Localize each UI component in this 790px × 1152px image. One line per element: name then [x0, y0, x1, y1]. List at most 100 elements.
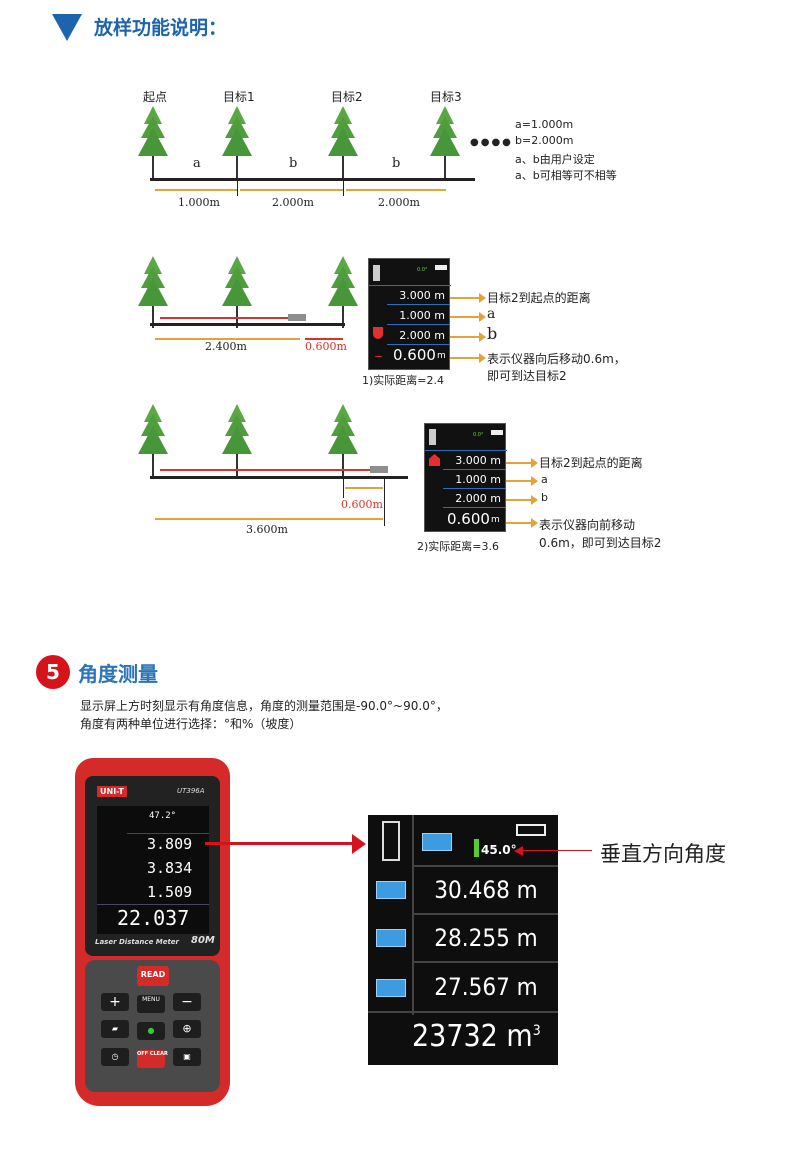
- area-button[interactable]: ▰: [101, 1020, 129, 1038]
- mode-button[interactable]: ●: [137, 1022, 165, 1040]
- section-number-badge: 5: [36, 655, 70, 689]
- tick: [343, 180, 344, 196]
- distance-label: 2.400m: [205, 340, 247, 353]
- minus-button[interactable]: −: [173, 993, 201, 1011]
- tick: [237, 180, 238, 196]
- label-target2: 目标2: [331, 90, 363, 104]
- height-row: 27.567 m: [414, 961, 558, 1011]
- zoomed-screen: 45.0° 30.468 m 28.255 m 27.567 m 23732 m…: [368, 815, 558, 1065]
- caption: 1)实际距离=2.4: [362, 374, 445, 387]
- annotation: b: [541, 491, 548, 504]
- device-icon: [429, 429, 436, 445]
- width-cube-icon: [376, 929, 406, 947]
- annotation: 表示仪器向后移动0.6m，: [487, 352, 626, 366]
- distance-label: 2.000m: [378, 196, 420, 209]
- arrow: [450, 312, 486, 322]
- length-cube-icon: [376, 881, 406, 899]
- device-marker: [288, 314, 306, 321]
- tree-icon: [430, 106, 460, 182]
- laser-line: [160, 469, 370, 471]
- annotation: a: [541, 473, 548, 486]
- dimension-line: [346, 189, 446, 191]
- level-icon: [474, 839, 479, 857]
- distance-label: 2.000m: [272, 196, 314, 209]
- angle-readout: 45.0°: [481, 843, 517, 857]
- screen-1: 0.0° 3.000 m 1.000 m 2.000 m − 0.600 m: [368, 258, 451, 370]
- value-row: 1.000 m: [387, 307, 450, 325]
- height-cube-icon: [376, 979, 406, 997]
- description-line: 显示屏上方时刻显示有角度信息，角度的测量范围是-90.0°~90.0°，: [80, 699, 448, 713]
- ground-line: [150, 476, 408, 479]
- direction-back-icon: [373, 327, 383, 339]
- arrow: [506, 458, 538, 468]
- dimension-line: [155, 518, 383, 520]
- note: a、b可相等可不相等: [515, 169, 617, 182]
- menu-button[interactable]: MENU: [137, 995, 165, 1013]
- description-line: 角度有两种单位进行选择：°和%（坡度）: [80, 717, 302, 731]
- plus-button[interactable]: +: [101, 993, 129, 1011]
- save-button[interactable]: ▣: [173, 1048, 201, 1066]
- angle-readout: 0.0°: [473, 432, 484, 438]
- callout-line: [520, 850, 592, 851]
- length-row: 30.468 m: [414, 865, 558, 913]
- reference-icon: [382, 821, 400, 861]
- dimension-line: [155, 338, 300, 340]
- range-label: 80M: [191, 935, 215, 946]
- value-row: 1.509: [147, 883, 193, 901]
- segment-b: b: [289, 156, 298, 171]
- angle-readout: 47.2°: [149, 811, 177, 821]
- distance-label: 3.600m: [246, 523, 288, 536]
- off-clear-button[interactable]: OFF CLEAR: [137, 1050, 168, 1068]
- annotation: 即可到达目标2: [487, 369, 567, 383]
- page-title: 放样功能说明：: [94, 17, 228, 39]
- annotation: a: [487, 306, 496, 322]
- dimension-line: [305, 338, 343, 340]
- tree-icon: [222, 256, 252, 332]
- value-row: 3.000 m: [443, 452, 506, 470]
- label-start: 起点: [143, 90, 168, 104]
- annotation: b: [487, 324, 498, 343]
- main-value: 0.600: [447, 510, 490, 528]
- caption: 2)实际距离=3.6: [417, 540, 500, 553]
- subtitle: Laser Distance Meter: [95, 938, 180, 946]
- tree-icon: [328, 404, 358, 480]
- arrow: [506, 518, 538, 528]
- angle-readout: 0.0°: [417, 267, 428, 273]
- segment-a: a: [193, 156, 201, 171]
- tree-icon: [138, 106, 168, 182]
- screen-2: 0.0° 3.000 m 1.000 m 2.000 m 0.600 m: [424, 423, 507, 532]
- ground-line: [150, 323, 345, 326]
- device-icon: [373, 265, 380, 281]
- label-target3: 目标3: [430, 90, 462, 104]
- battery-icon: [516, 824, 546, 836]
- width-row: 28.255 m: [414, 913, 558, 961]
- distance-label: 1.000m: [178, 196, 220, 209]
- tree-icon: [222, 404, 252, 480]
- volume-exponent: 3: [532, 1023, 541, 1039]
- device-marker: [370, 466, 388, 473]
- dimension-line: [155, 189, 237, 191]
- timer-button[interactable]: ◷: [101, 1048, 129, 1066]
- arrow: [450, 332, 486, 342]
- read-button[interactable]: READ: [137, 966, 169, 986]
- dimension-line: [345, 487, 383, 489]
- target-button[interactable]: ⊕: [173, 1020, 201, 1038]
- annotation: 目标2到起点的距离: [539, 456, 643, 470]
- distance-label: 0.600m: [305, 340, 347, 353]
- distance-label: 0.600m: [341, 498, 383, 511]
- value-row: 3.809: [147, 835, 193, 853]
- volume-value: 22.037: [117, 906, 190, 930]
- tree-icon: [138, 404, 168, 480]
- value-row: 2.000 m: [387, 327, 450, 345]
- section-title: 角度测量: [78, 662, 158, 686]
- ellipsis-dots: ●●●●: [470, 137, 513, 148]
- arrow: [450, 353, 486, 363]
- tick: [343, 478, 344, 498]
- note: b=2.000m: [515, 134, 574, 147]
- sign: −: [374, 350, 384, 363]
- laser-distance-meter: UNI-T UT396A 47.2° 3.809 3.834 1.509 22.…: [75, 758, 230, 1106]
- laser-line: [160, 317, 288, 319]
- battery-icon: [435, 265, 447, 270]
- value-row: 3.000 m: [387, 287, 450, 305]
- tree-icon: [138, 256, 168, 332]
